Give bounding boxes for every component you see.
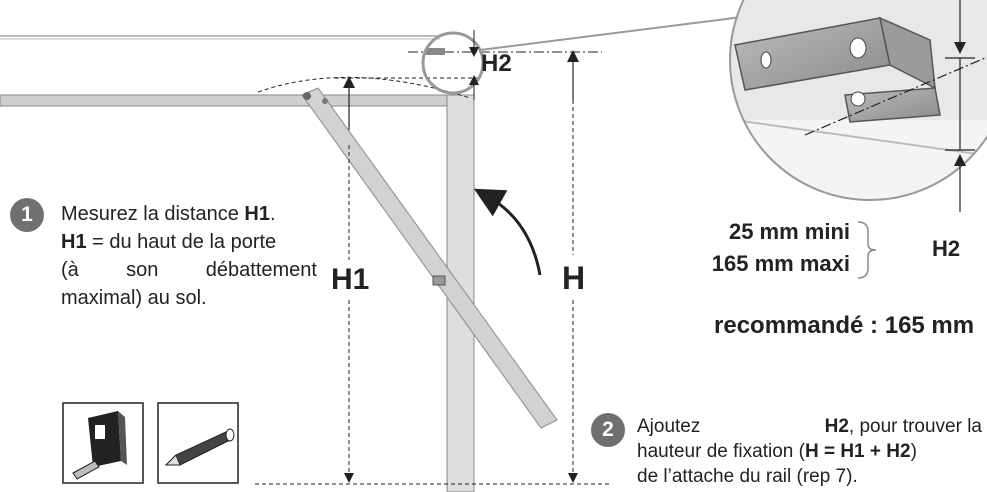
h-label: H bbox=[562, 260, 586, 296]
step-2-line-1: Ajoutez H2, pour trouver la bbox=[637, 416, 982, 437]
h2-detail-dimension bbox=[945, 0, 975, 212]
rail-bracket bbox=[425, 48, 445, 55]
magnifier-circle bbox=[421, 31, 485, 95]
magnifier-connector bbox=[479, 15, 751, 51]
door-pivot bbox=[303, 92, 311, 100]
door-handle bbox=[432, 275, 446, 286]
h2-top-label: H2 bbox=[481, 50, 512, 77]
tape-measure-icon bbox=[62, 402, 144, 484]
spec-min: 25 mm mini bbox=[728, 219, 850, 244]
pencil-icon bbox=[157, 402, 239, 484]
door-panel bbox=[301, 87, 558, 429]
detail-zoom bbox=[729, 0, 987, 201]
spec-brace bbox=[857, 221, 877, 279]
step-1-line-2: H1 = du haut de la porte bbox=[61, 231, 277, 253]
spec-max: 165 mm maxi bbox=[711, 251, 850, 276]
step-2-line-3: de l’attache du rail (rep 7). bbox=[637, 466, 858, 487]
h1-label: H1 bbox=[331, 263, 370, 296]
door-pivot-2 bbox=[322, 98, 328, 104]
step-2-text: Ajoutez H2, pour trouver la hauteur de f… bbox=[637, 414, 982, 489]
rotation-arrow bbox=[473, 188, 542, 276]
step-1-text: Mesurez la distance H1. H1 = du haut de … bbox=[61, 200, 317, 312]
step-1-badge: 1 bbox=[10, 198, 44, 232]
spec-recommended: recommandé : 165 mm bbox=[714, 312, 975, 339]
h2-detail-label: H2 bbox=[932, 236, 961, 261]
step-2-line-2: hauteur de fixation (H = H1 + H2) bbox=[637, 441, 917, 462]
upper-rail bbox=[0, 35, 440, 40]
horizontal-track bbox=[0, 94, 456, 107]
step-2-badge: 2 bbox=[591, 413, 625, 447]
step-1-line-1: Mesurez la distance H1. bbox=[61, 203, 276, 225]
step-1-line-4: maximal) au sol. bbox=[61, 287, 207, 309]
